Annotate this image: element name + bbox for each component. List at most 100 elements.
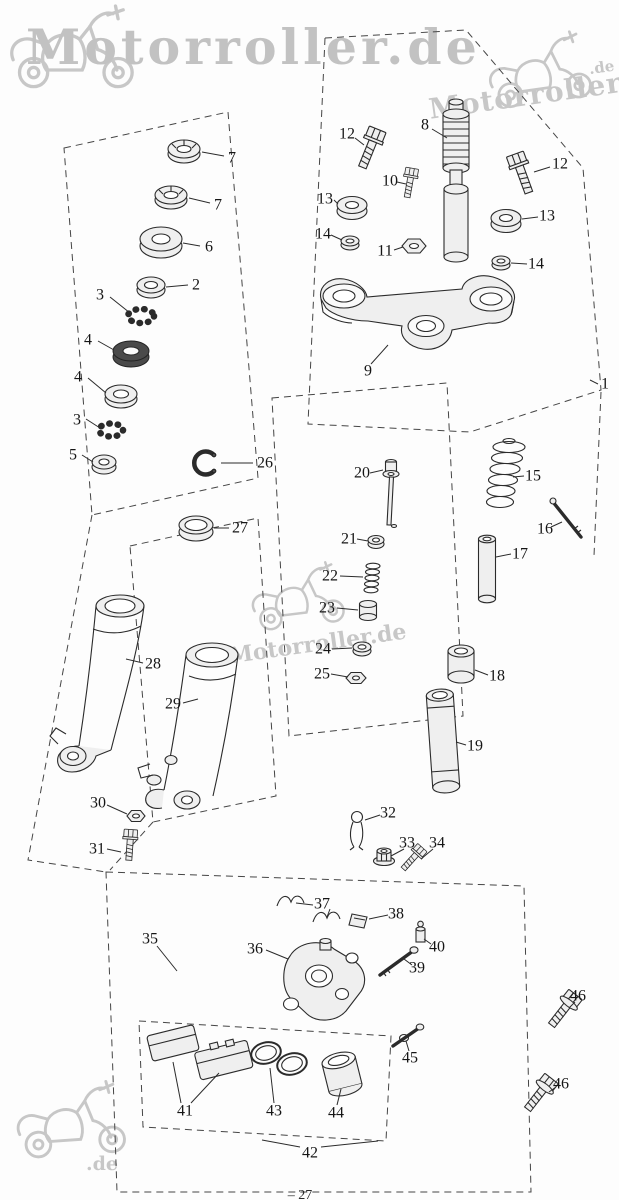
part-29-fork-leg-right	[137, 642, 239, 810]
part-27-collar	[178, 515, 214, 542]
callout-45: 45	[402, 1050, 418, 1067]
boundary-bearing-stack	[63, 111, 259, 516]
part-24-washer	[352, 641, 372, 657]
callout-7a: 7	[228, 150, 236, 167]
part-28-fork-leg-left	[49, 594, 145, 773]
callout-27: 27	[232, 520, 248, 537]
callout-9: 9	[364, 363, 372, 380]
callout-4b: 4	[74, 369, 82, 386]
callout-46a: 46	[570, 988, 586, 1005]
part-14-ring-right	[491, 255, 511, 271]
part-14-ring-left	[340, 235, 360, 251]
part-45-pin	[391, 1023, 425, 1048]
callout-5: 5	[69, 447, 77, 464]
callout-12a: 12	[339, 126, 355, 143]
part-3-ball-retainer-bottom	[95, 420, 127, 440]
callout-26: 26	[257, 455, 273, 472]
callout-14a: 14	[315, 226, 331, 243]
part-18-bushing	[447, 644, 475, 684]
callout-31: 31	[89, 841, 105, 858]
boundary-fork-connector	[109, 821, 154, 871]
part-13-spacer-left	[336, 195, 368, 221]
part-22-rebound-spring	[363, 562, 381, 594]
part-38-retainer-clip	[348, 913, 368, 929]
part-17-inner-tube	[477, 534, 497, 604]
callout-34: 34	[429, 835, 445, 852]
callout-46b: 46	[553, 1076, 569, 1093]
boundary-upper-assembly	[307, 29, 602, 433]
callout-8: 8	[421, 117, 429, 134]
part-25-lock-nut	[345, 671, 367, 685]
part-37-pad-spring-a	[276, 895, 305, 907]
callout-28: 28	[145, 656, 161, 673]
part-15-fork-spring	[485, 437, 526, 509]
part-7-castle-nut-a	[167, 139, 201, 164]
part-6-bearing-cover	[139, 226, 183, 259]
callout-6: 6	[205, 239, 213, 256]
callout-10: 10	[382, 173, 398, 190]
part-10-small-bolt	[399, 166, 420, 199]
part-8-damper-cartridge	[442, 98, 470, 263]
callout-38: 38	[388, 906, 404, 923]
callout-16: 16	[537, 521, 553, 538]
part-19-slider-tube	[425, 688, 461, 794]
part-9-triple-clamp	[320, 275, 516, 350]
watermark-diagonal-suffix: .de	[588, 57, 616, 78]
callout-labels: 7 7 6 2 3 4 4 3 5 12 8 10 13 12 13 14 11…	[69, 117, 609, 1162]
callout-43: 43	[266, 1103, 282, 1120]
callout-23: 23	[319, 600, 335, 617]
callout-1: 1	[601, 376, 609, 393]
callout-33: 33	[399, 835, 415, 852]
callout-22: 22	[322, 568, 338, 585]
part-21-washer	[367, 534, 385, 550]
part-31-bolt	[120, 828, 139, 862]
boundary-damper-internals	[271, 382, 464, 737]
part-5-dust-seal	[91, 454, 117, 475]
callout-41: 41	[177, 1103, 193, 1120]
part-16-long-bolt	[549, 497, 583, 539]
callout-2: 2	[192, 277, 200, 294]
callout-40: 40	[429, 939, 445, 956]
part-12-hex-bolt-left	[352, 125, 388, 172]
part-4-cone-race-top	[112, 340, 150, 368]
part-30-nut	[126, 809, 146, 823]
part-32-clip-pin	[349, 810, 364, 851]
part-13-spacer-right	[490, 208, 522, 234]
callout-39: 39	[409, 960, 425, 977]
boundary-fork-legs	[129, 517, 277, 823]
part-23-piston	[358, 599, 378, 622]
callout-3b: 3	[73, 412, 81, 429]
callout-21: 21	[341, 531, 357, 548]
part-36-brake-caliper	[282, 937, 366, 1021]
scooter-watermark-icon	[13, 1078, 127, 1160]
callout-13a: 13	[317, 191, 333, 208]
leader-lines	[81, 128, 599, 1148]
part-41-brake-pad-b	[194, 1038, 254, 1081]
part-3-ball-retainer-top	[124, 305, 158, 327]
callout-17: 17	[512, 546, 528, 563]
part-12-hex-bolt-right	[504, 150, 539, 197]
part-7-castle-nut-b	[154, 185, 188, 210]
callout-25: 25	[314, 666, 330, 683]
part-43-piston-seals	[250, 1041, 308, 1076]
watermarks: Motorroller.de Motorroller .de Motorroll…	[10, 4, 619, 1175]
dashed-boundaries	[27, 29, 602, 1193]
callout-29: 29	[165, 696, 181, 713]
callout-19: 19	[467, 738, 483, 755]
callout-44: 44	[328, 1105, 344, 1122]
callout-32: 32	[380, 805, 396, 822]
part-20-valve-bolt	[382, 458, 400, 529]
part-2-bearing-race-top	[136, 276, 166, 299]
callout-14b: 14	[528, 256, 544, 273]
boundary-left-connector	[27, 514, 107, 873]
part-40-bleed-nipple	[415, 920, 426, 943]
boundary-right-extension	[593, 391, 602, 557]
callout-37: 37	[314, 896, 330, 913]
boundary-pad-kit	[138, 1020, 392, 1142]
part-33-flanged-nut	[372, 847, 396, 867]
callout-4a: 4	[84, 332, 92, 349]
watermark-bottom-suffix: .de	[86, 1153, 118, 1175]
page-number: – 27	[287, 1188, 313, 1200]
callout-35: 35	[142, 931, 158, 948]
